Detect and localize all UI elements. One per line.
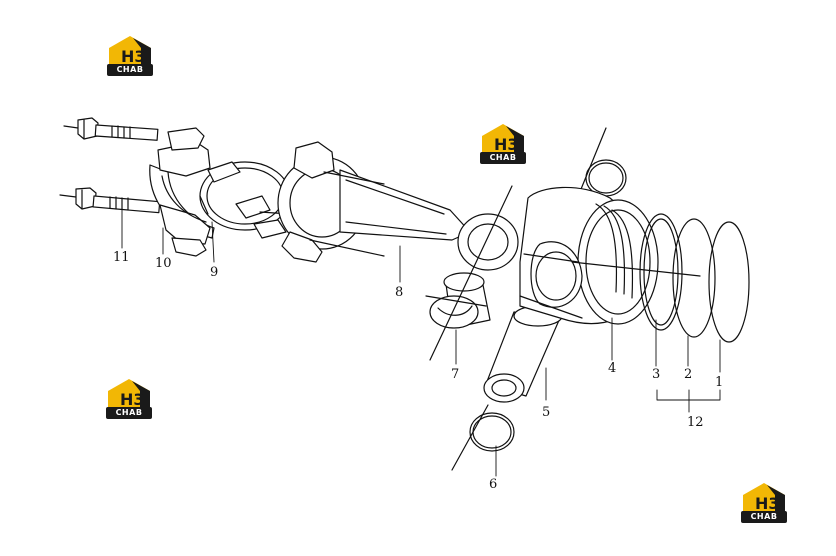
logo-text: CHAB bbox=[741, 511, 787, 523]
house-logo-icon: H3 bbox=[743, 483, 785, 513]
callout-7: 7 bbox=[451, 367, 459, 382]
callout-4: 4 bbox=[608, 361, 616, 376]
house-logo-icon: H3 bbox=[482, 124, 524, 154]
piston-ring-3 bbox=[639, 213, 683, 331]
callout-9: 9 bbox=[210, 265, 218, 280]
piston bbox=[519, 186, 659, 325]
house-logo-icon: H3 bbox=[108, 379, 150, 409]
logo-watermark-center: H3 CHAB bbox=[480, 122, 526, 166]
logo-mark: H3 bbox=[755, 494, 780, 513]
piston-ring-2 bbox=[672, 218, 716, 338]
bolt-lower bbox=[59, 187, 161, 214]
house-logo-icon: H3 bbox=[109, 36, 151, 66]
piston-ring-1 bbox=[708, 221, 750, 343]
callout-2: 2 bbox=[684, 367, 692, 382]
logo-watermark-bottom-right: H3 CHAB bbox=[741, 481, 787, 525]
logo-watermark-top-left: H3 CHAB bbox=[107, 34, 153, 78]
logo-text: CHAB bbox=[107, 64, 153, 76]
logo-mark: H3 bbox=[120, 390, 145, 409]
logo-text: CHAB bbox=[106, 407, 152, 419]
callout-labels: 1 2 3 4 5 6 7 8 9 10 11 12 bbox=[113, 250, 723, 492]
connecting-rod-cap bbox=[149, 127, 215, 257]
logo-mark: H3 bbox=[494, 135, 519, 154]
callout-8: 8 bbox=[395, 285, 403, 300]
bearing-shell bbox=[199, 161, 291, 239]
leader-lines bbox=[121, 209, 721, 477]
connecting-rod bbox=[277, 141, 519, 271]
callout-3: 3 bbox=[652, 367, 660, 382]
callout-5: 5 bbox=[542, 405, 550, 420]
logo-mark: H3 bbox=[121, 47, 146, 66]
callout-1: 1 bbox=[715, 375, 723, 390]
circlip-lower bbox=[451, 404, 515, 471]
logo-watermark-bottom-left: H3 CHAB bbox=[106, 377, 152, 421]
callout-12: 12 bbox=[687, 415, 704, 430]
callout-10: 10 bbox=[155, 256, 172, 271]
callout-6: 6 bbox=[489, 477, 497, 492]
ring-axis-line bbox=[571, 261, 701, 277]
logo-text: CHAB bbox=[480, 152, 526, 164]
bolt-upper bbox=[63, 117, 159, 141]
small-end-bushing bbox=[425, 185, 513, 361]
piston-pin bbox=[483, 305, 563, 403]
callout-11: 11 bbox=[113, 250, 130, 265]
